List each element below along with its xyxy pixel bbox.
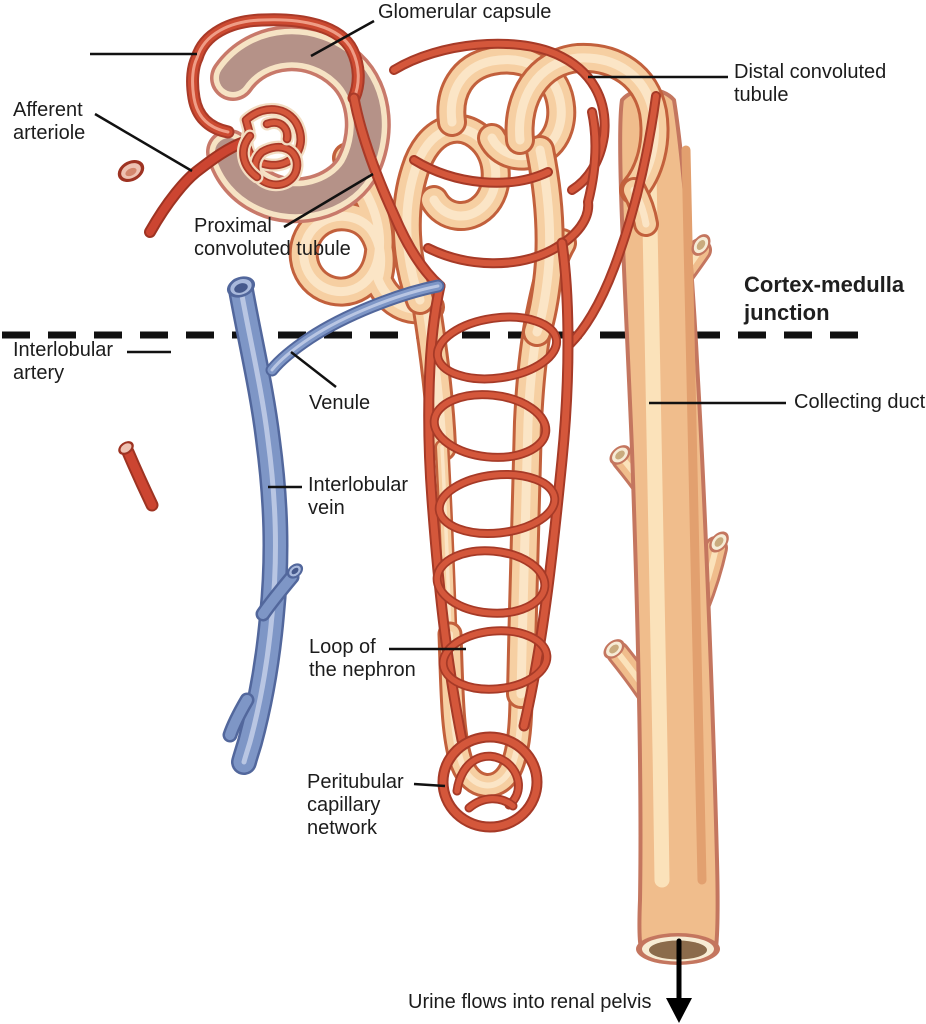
proximal-tubule-leader: [283, 172, 374, 229]
label-interlobular-artery: Interlobular artery: [13, 339, 114, 385]
label-proximal-convoluted-tubule: Proximal convoluted tubule: [194, 215, 351, 261]
label-loop-of-nephron: Loop of the nephron: [309, 636, 416, 682]
interlobular-vein-vessel: [224, 276, 438, 762]
label-venule: Venule: [309, 392, 371, 414]
glomerular-capsule-leader: [310, 19, 375, 58]
venule-leader: [290, 351, 337, 388]
interlobular-artery-vessel: [114, 156, 152, 505]
afferent-arteriole-leader: [94, 112, 193, 173]
peritubular-network-leader: [413, 782, 446, 788]
label-distal-convoluted-tubule: Distal convoluted tubule: [734, 61, 887, 107]
label-peritubular-capillary-network: Peritubular capillary network: [307, 771, 404, 840]
label-interlobular-vein: Interlobular vein: [308, 474, 409, 520]
urine-flow-arrow: [666, 938, 692, 1023]
label-afferent-arteriole: Afferent arteriole: [13, 99, 86, 145]
label-collecting-duct: Collecting duct: [794, 391, 926, 413]
label-urine-flow: Urine flows into renal pelvis: [408, 991, 652, 1013]
leader-lines: [90, 19, 786, 788]
label-glomerular-capsule: Glomerular capsule: [378, 1, 552, 23]
collecting-duct-shape: [603, 87, 729, 965]
label-cortex-medulla-junction: Cortex-medulla junction: [744, 272, 905, 326]
